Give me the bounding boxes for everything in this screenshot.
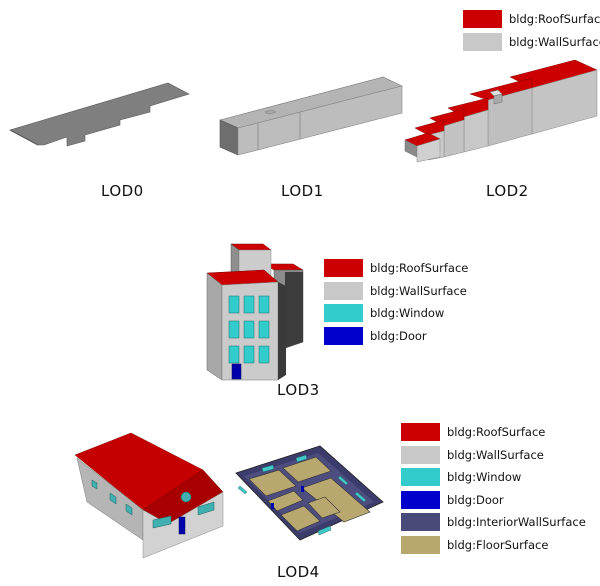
legend-item-label: bldg:WallSurface (447, 447, 544, 462)
window-pane (258, 320, 270, 339)
legend-item: bldg:Window (401, 466, 586, 489)
legend-item-label: bldg:FloorSurface (447, 537, 549, 552)
legend-item: bldg:InteriorWallSurface (401, 511, 586, 534)
roof-surface-swatch (324, 259, 363, 278)
window-pane (243, 345, 255, 364)
lod3-building-model (206, 243, 304, 381)
wall-surface-swatch (324, 281, 363, 300)
legend-item-label: bldg:RoofSurface (509, 12, 600, 27)
window-swatch (401, 468, 440, 487)
legend-item-label: bldg:Door (370, 328, 427, 343)
lod4-label: LOD4 (277, 563, 320, 581)
legend-item: bldg:WallSurface (401, 444, 586, 467)
window-pane (228, 295, 240, 314)
lod3-label: LOD3 (277, 381, 320, 399)
legend-item: bldg:Window (324, 302, 468, 325)
wall-surface-swatch (463, 32, 502, 51)
legend-item: bldg:FloorSurface (401, 534, 586, 557)
legend-item-label: bldg:Window (370, 306, 445, 321)
interior-wall-surface-swatch (401, 513, 440, 532)
legend-item: bldg:Door (401, 489, 586, 512)
door-swatch (324, 326, 363, 345)
lod4-interior-model (235, 445, 384, 541)
lod4-legend: bldg:RoofSurface bldg:WallSurface bldg:W… (401, 421, 586, 556)
roof-surface-swatch (401, 423, 440, 442)
legend-item-label: bldg:WallSurface (370, 283, 467, 298)
legend-item-label: bldg:WallSurface (509, 34, 600, 49)
legend-item: bldg:RoofSurface (324, 257, 468, 280)
window-pane (243, 320, 255, 339)
legend-item-label: bldg:RoofSurface (447, 425, 546, 440)
lod2-building-model (404, 59, 598, 163)
legend-item-label: bldg:Door (447, 492, 504, 507)
legend-item-label: bldg:InteriorWallSurface (447, 515, 586, 530)
legend-item-label: bldg:Window (447, 470, 522, 485)
lod3-windows-group (228, 295, 270, 380)
lod0-label: LOD0 (101, 182, 144, 200)
legend-item: bldg:RoofSurface (401, 421, 586, 444)
legend-item-label: bldg:RoofSurface (370, 261, 469, 276)
floor-surface-swatch (401, 535, 440, 554)
legend-item: bldg:Door (324, 325, 468, 348)
lod2-label: LOD2 (486, 182, 529, 200)
legend-item: bldg:WallSurface (324, 280, 468, 303)
window-pane (243, 295, 255, 314)
lod2-legend: bldg:RoofSurface bldg:WallSurface (463, 8, 600, 53)
lod1-label: LOD1 (281, 182, 324, 200)
roof-surface-swatch (463, 10, 502, 29)
wall-surface-swatch (401, 445, 440, 464)
window-swatch (324, 304, 363, 323)
legend-item: bldg:RoofSurface (463, 8, 600, 31)
lod1-block-model (219, 76, 403, 156)
window-pane (258, 295, 270, 314)
lod4-house-model (74, 432, 224, 559)
window-pane (258, 345, 270, 364)
lod3-legend: bldg:RoofSurface bldg:WallSurface bldg:W… (324, 257, 468, 347)
door-pane (231, 363, 242, 380)
window-pane (228, 320, 240, 339)
window-pane (228, 345, 240, 364)
door-swatch (401, 490, 440, 509)
legend-item: bldg:WallSurface (463, 31, 600, 54)
lod0-footprint-model (9, 82, 190, 147)
